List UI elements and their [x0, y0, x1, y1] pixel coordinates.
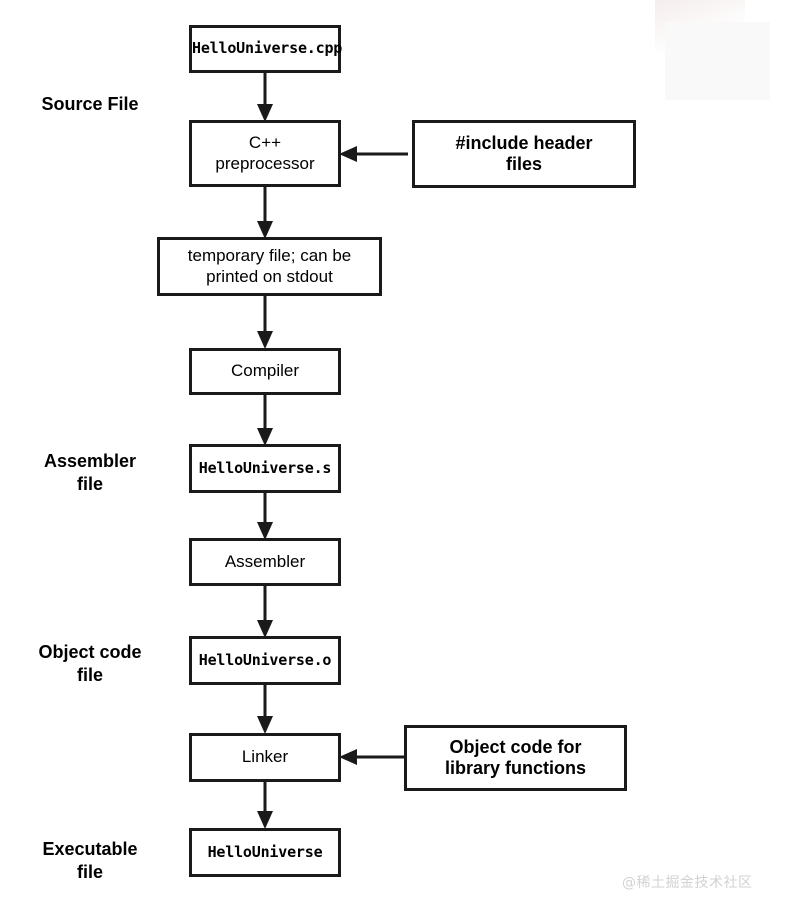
node-hellouniverse-cpp[interactable]: HelloUniverse.cpp — [189, 25, 343, 73]
node-label: HelloUniverse.s — [198, 458, 332, 477]
node-hellouniverse-o[interactable]: HelloUniverse.o — [189, 636, 341, 685]
caption-line: Assembler — [43, 451, 137, 471]
edge-source-to-preprocessor — [254, 71, 276, 123]
edge-include-to-preprocessor — [338, 143, 408, 165]
caption-object-code-file: Object code file — [10, 641, 170, 687]
caption-line: file — [76, 665, 103, 686]
caption-assembler-file: Assembler file — [10, 450, 170, 496]
node-label: HelloUniverse.o — [198, 650, 332, 669]
edge-assembler-to-obj-file — [254, 584, 276, 639]
edge-asm-file-to-assembler — [254, 491, 276, 541]
node-label-line: preprocessor — [215, 153, 315, 173]
node-label: HelloUniverse — [207, 842, 323, 861]
caption-line: file — [76, 862, 103, 883]
caption-line: Executable — [42, 839, 138, 859]
caption-executable-file: Executable file — [10, 838, 170, 884]
scan-artifact — [655, 0, 745, 52]
caption-line: Source File — [41, 94, 139, 114]
node-label-line: #include header — [455, 132, 593, 153]
node-label: HelloUniverse.cpp — [192, 39, 343, 58]
node-label: C++ preprocessor — [192, 133, 338, 173]
edge-compiler-to-asm-file — [254, 393, 276, 447]
node-label: Linker — [241, 747, 289, 767]
node-label: temporary file; can be printed on stdout — [160, 246, 379, 286]
edge-obj-file-to-linker — [254, 683, 276, 735]
edge-temp-to-compiler — [254, 294, 276, 350]
node-label-line: temporary file; can be — [187, 246, 352, 266]
node-hellouniverse-executable[interactable]: HelloUniverse — [189, 828, 341, 877]
node-label: Compiler — [230, 361, 300, 381]
node-label-line: library functions — [444, 758, 587, 778]
caption-line: Object code — [38, 642, 142, 662]
node-label-line: Object code for — [449, 736, 582, 757]
node-label: Assembler — [224, 551, 306, 571]
node-temporary-file[interactable]: temporary file; can be printed on stdout — [157, 237, 382, 296]
node-label-line: C++ — [248, 133, 282, 153]
node-assembler[interactable]: Assembler — [189, 538, 341, 586]
caption-source-file: Source File — [10, 93, 170, 116]
node-compiler[interactable]: Compiler — [189, 348, 341, 395]
scan-artifact-bar — [665, 22, 770, 100]
edge-preprocessor-to-temp — [254, 185, 276, 240]
caption-line: file — [76, 474, 103, 495]
edge-linker-to-executable — [254, 781, 276, 830]
node-label-line: printed on stdout — [206, 266, 333, 286]
edge-library-to-linker — [338, 746, 408, 768]
node-include-header-files[interactable]: #include header files — [412, 120, 636, 188]
node-hellouniverse-s[interactable]: HelloUniverse.s — [189, 444, 341, 493]
watermark: @稀土掘金技术社区 — [622, 875, 753, 891]
node-label: #include header files — [415, 133, 633, 175]
node-label-line: files — [505, 154, 543, 174]
node-label: Object code for library functions — [407, 737, 624, 779]
node-linker[interactable]: Linker — [189, 733, 341, 782]
node-cpp-preprocessor[interactable]: C++ preprocessor — [189, 120, 341, 187]
node-object-code-library[interactable]: Object code for library functions — [404, 725, 627, 791]
